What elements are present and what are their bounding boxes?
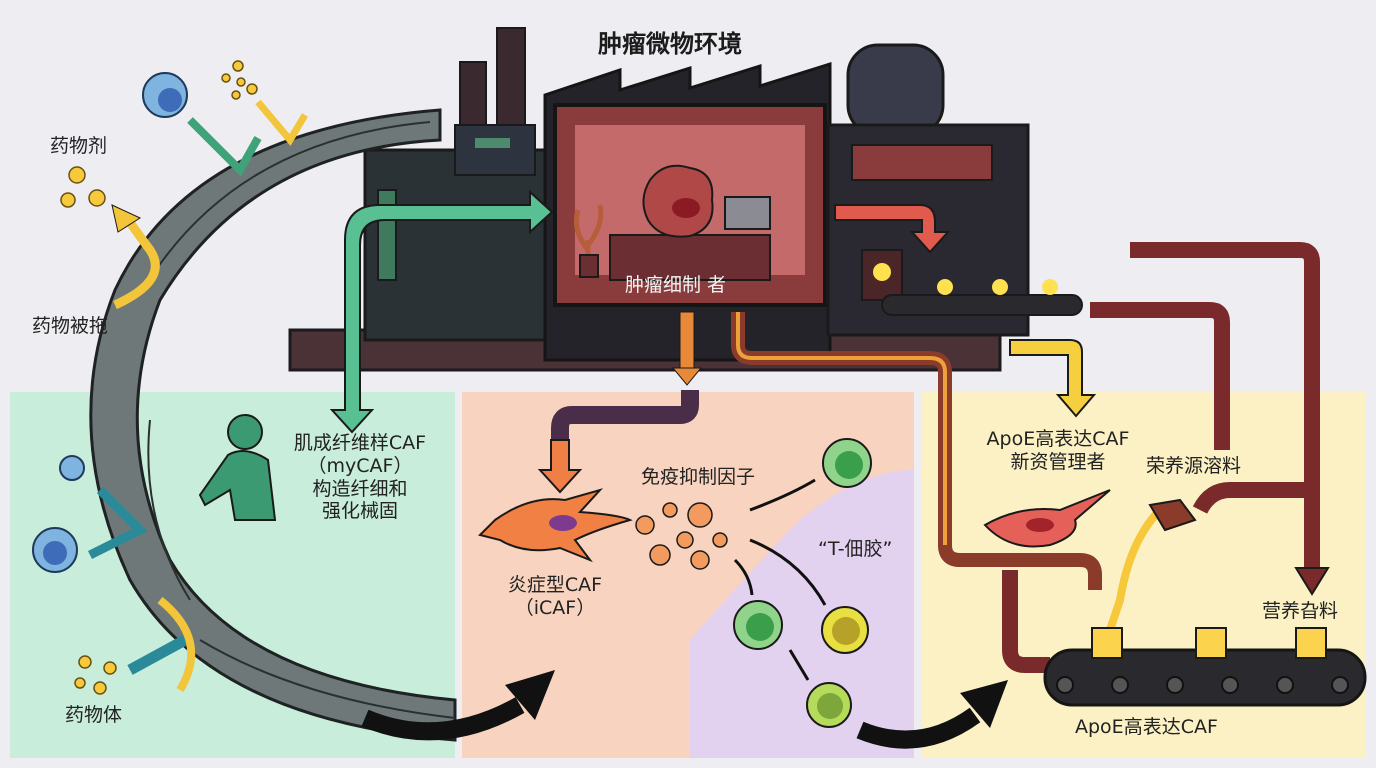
exhausted-t-cell-nucleus [832,617,860,645]
immunosuppressive-factors [635,502,728,570]
factory-vent-slot [475,138,510,148]
immunosuppressive-factor-label: 免疫抑制因子 [641,466,756,488]
apoe-manager-line: 新资管理者 [1010,450,1106,473]
nutrient-cup [1295,627,1327,659]
teal-deflected-arrow [87,486,148,560]
tumor-cell-manager-label: 肿瘤细制 者 [625,274,727,296]
office-plant-pot [579,254,599,278]
teal-blocked-arrow [127,635,188,675]
red-down-arrow-feed [1294,567,1330,596]
yellow-deflected-arrow [255,99,309,147]
glowing-nutrient [937,279,953,295]
green-flow-arrow [329,189,554,434]
factory-vent [454,124,536,176]
drug-body-label: 药物体 [65,704,123,726]
dying-t-cell-nucleus [817,693,843,719]
chimney-tall [496,27,526,134]
icaf-line: （iCAF） [514,596,596,619]
signal-arrows [733,478,827,681]
orange-pipe-right-core [736,312,947,545]
purple-pipe [551,390,699,440]
mycaf-line: 强化械固 [321,500,398,523]
orange-pipe [679,311,695,373]
conveyor-label: ApoE高表达CAF [1075,716,1218,738]
red-pipe-outer [1130,242,1320,570]
drug-body-particles [74,655,117,695]
flow-arrow-to-icaf-head [505,670,555,720]
conveyor-rollers [1056,676,1349,694]
factory-left-window [377,189,397,281]
apoe-caf-nucleus [1026,518,1054,532]
flow-arrow-to-apoe-head [960,680,1008,728]
green-deflected-arrow [187,117,262,177]
red-down-arrow [834,204,951,254]
flow-arrow-to-apoe [856,707,981,749]
nutrient-faucet [1148,498,1197,532]
yellow-curve-arrow [157,596,196,693]
apoe-manager-line: ApoE高表达CAF [986,428,1130,450]
icaf-label: 炎症型CAF （iCAF） [490,574,620,620]
mycaf-worker [198,414,277,521]
faucet-pipe [1192,482,1312,514]
red-pipe-inner [1090,302,1230,450]
nutrient-pour [1106,507,1163,632]
page-title: 肿瘤微物环境 [598,30,742,58]
immune-cell-spiky-nucleus [43,541,67,565]
tumor-cell-nucleus [672,198,700,218]
panel-icaf-purple-region [690,470,914,758]
red-pipe-left-loop [1002,570,1050,673]
nutrient-cup [1195,627,1227,659]
nutrient-source-label: 荣养源溶料 [1146,455,1242,477]
computer-monitor [724,196,771,230]
t-cell-nucleus [835,451,863,479]
yellow-dragged-arrow [113,212,160,310]
chimney-small [459,61,487,133]
immune-cell-small [59,455,85,481]
glowing-nutrient [992,279,1008,295]
apoe-manager-label: ApoE高表达CAF 新资管理者 [968,428,1148,474]
flow-arrow-to-icaf [361,697,525,741]
mycaf-line: （myCAF） [307,454,413,477]
apoe-caf-cell [983,489,1111,548]
t-cell-label: “T-佃胶” [818,538,893,560]
drug-particles [60,60,258,208]
factory-tank [846,43,945,137]
mini-conveyor [881,294,1083,316]
orange-arrow-to-icaf [537,439,583,494]
drug-agent-label: 药物剂 [50,135,108,157]
immune-cell-nucleus [158,88,182,112]
glowing-nutrient [1042,279,1058,295]
yellow-dragged-arrow-head [111,204,142,233]
mycaf-description: 肌成纤维样CAF （myCAF） 构造纤细和 强化械固 [275,432,445,523]
mycaf-line: 肌成纤维样CAF [293,432,427,454]
nutrient-feed-label: 营养旮料 [1262,600,1339,622]
mycaf-line: 构造纤细和 [312,477,408,500]
icaf-line: 炎症型CAF [507,574,603,596]
orange-down-arrow [671,367,703,386]
glowing-nutrient [873,263,891,281]
t-cell-nucleus [746,613,774,641]
icaf-nucleus [549,515,577,531]
yellow-down-arrow [1009,339,1097,418]
drug-dragged-label: 药物被拖 [32,315,109,337]
factory-panel-lights [851,144,993,181]
brick-wall-mortar [139,121,456,719]
nutrient-cup [1091,627,1123,659]
